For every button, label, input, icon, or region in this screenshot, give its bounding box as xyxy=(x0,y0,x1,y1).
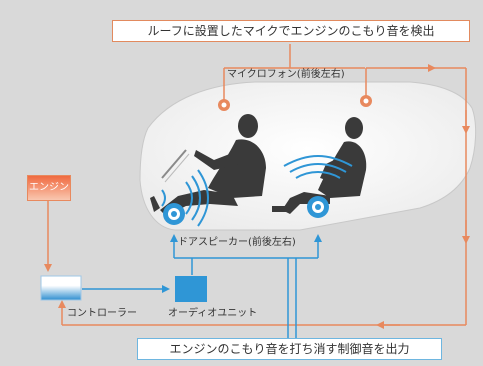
audio-unit-label: オーディオユニット xyxy=(168,308,258,319)
door-speaker-label: ドアスピーカー(前後左右) xyxy=(178,237,296,248)
top-callout: ルーフに設置したマイクでエンジンのこもり音を検出 xyxy=(112,20,470,42)
sound-wave-icon xyxy=(283,154,353,179)
microphone-icon xyxy=(360,95,372,107)
steering-wheel-icon xyxy=(161,149,190,183)
sound-wave-icon xyxy=(161,169,209,227)
controller-icon xyxy=(40,275,82,301)
microphone-label: マイクロフォン(前後左右) xyxy=(227,69,345,80)
bottom-callout: エンジンのこもり音を打ち消す制御音を出力 xyxy=(137,338,442,360)
audio-unit-icon xyxy=(175,276,207,302)
speaker-icon xyxy=(307,196,329,218)
microphone-icon xyxy=(218,99,230,111)
controller-label: コントローラー xyxy=(67,308,137,319)
speaker-icon xyxy=(163,203,185,225)
engine-box: エンジン xyxy=(27,175,71,201)
